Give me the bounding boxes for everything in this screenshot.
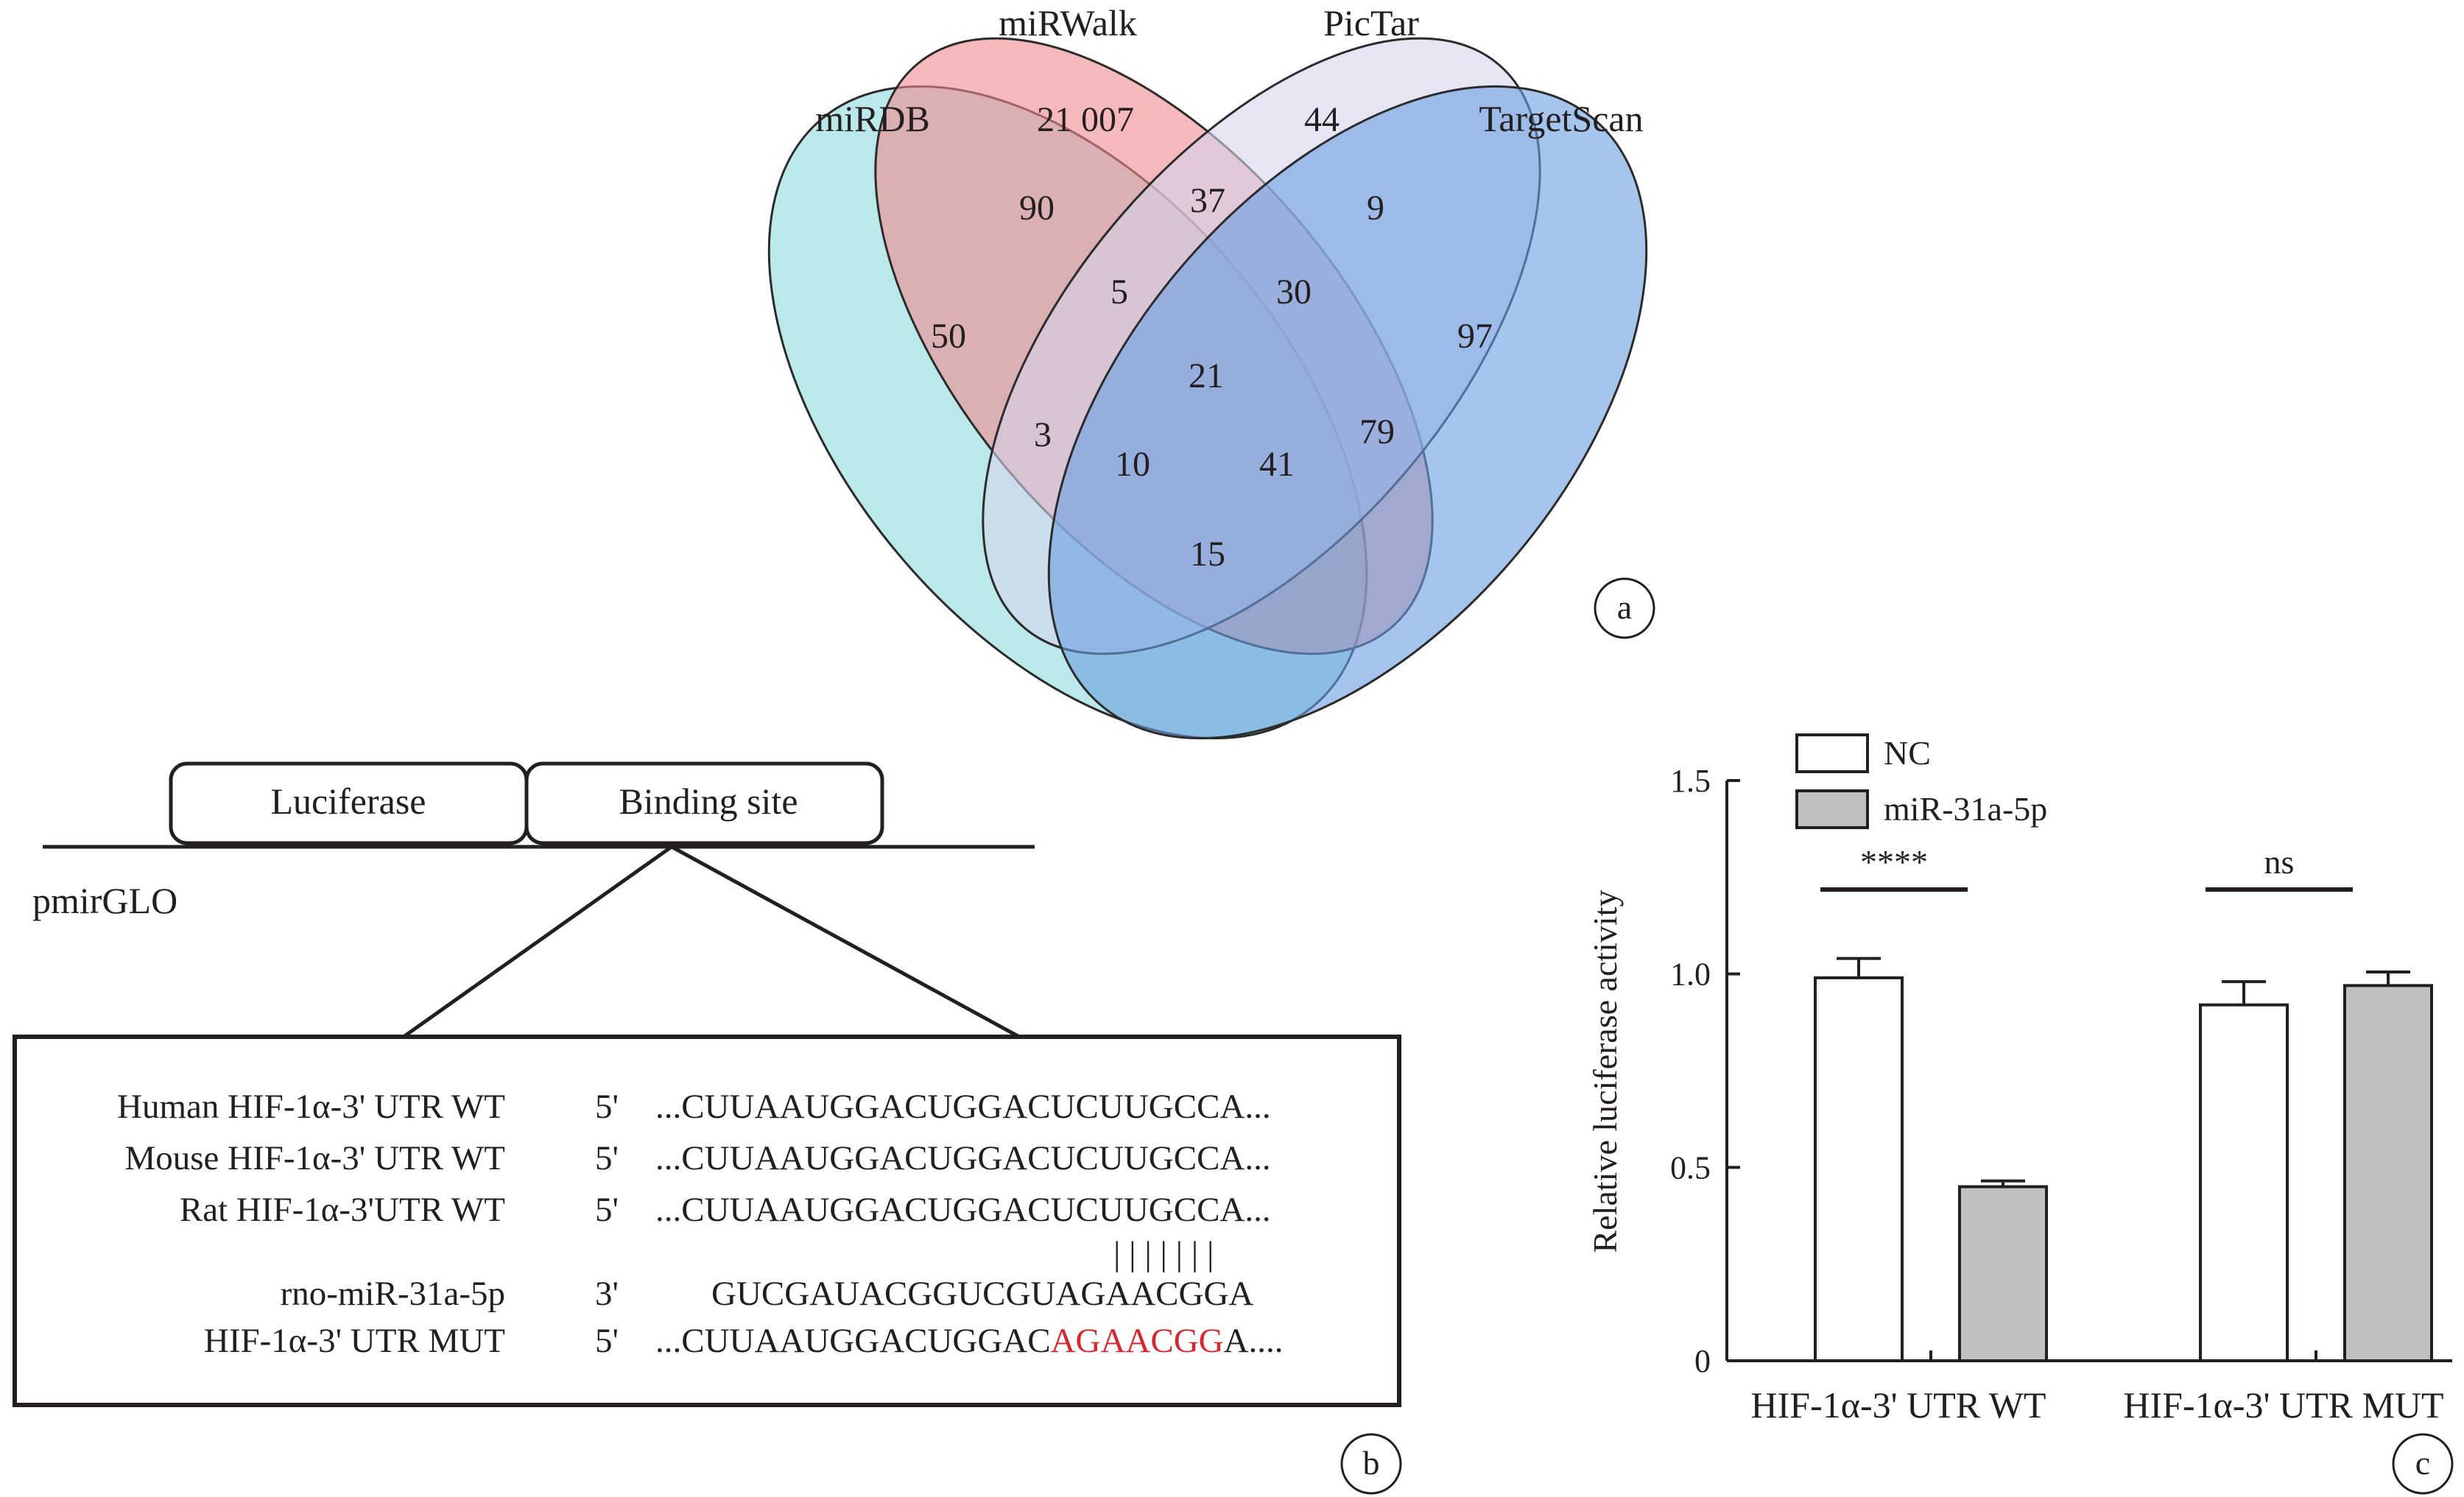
legend-swatch [1795, 733, 1869, 773]
venn-count-mirdb-pictar-targetscan: 10 [1115, 445, 1150, 484]
panel-letter-c-circle [2392, 1433, 2454, 1495]
row-end: 5' [595, 1191, 619, 1229]
legend-swatch [1795, 789, 1869, 829]
venn-label-targetscan: TargetScan [1479, 98, 1643, 139]
venn-count-mirdb-only: 50 [931, 317, 966, 356]
x-tick-label: HIF-1α-3' UTR MUT [2123, 1384, 2443, 1426]
row-end: 3' [595, 1275, 619, 1313]
venn-count-mirdb-pictar: 3 [1034, 415, 1052, 454]
row-label: Rat HIF-1α-3'UTR WT [180, 1191, 505, 1229]
mutant-seq-mutated: AGAACGG [1051, 1322, 1224, 1360]
x-tick-label: HIF-1α-3' UTR WT [1751, 1384, 2046, 1426]
significance-label: **** [1860, 843, 1928, 881]
panel-letter-c: c [2415, 1444, 2430, 1482]
y-tick-label: 0 [1694, 1343, 1711, 1379]
venn-diagram: miRDB miRWalk PicTar TargetScan 21 007 4… [767, 2, 1655, 740]
mutant-seq-suffix: A.... [1224, 1322, 1284, 1360]
legend-label: miR-31a-5p [1884, 790, 2047, 828]
venn-count-mirdb-mirwalk-targetscan: 79 [1359, 412, 1395, 451]
binding-site-box [524, 761, 884, 845]
row-end: 5' [595, 1088, 619, 1126]
chart-bars [1814, 957, 2433, 1363]
venn-label-pictar: PicTar [1323, 2, 1419, 43]
y-tick-label: 1.0 [1670, 957, 1711, 993]
significance-label: ns [2264, 843, 2295, 881]
panel-letter-a-circle [1594, 577, 1655, 639]
panel-letter-a: a [1617, 588, 1632, 626]
chart-legend: NC miR-31a-5p [1795, 733, 2047, 829]
venn-count-mirdb-mirwalk: 90 [1019, 189, 1055, 228]
venn-count-lower-center: 41 [1259, 445, 1295, 484]
panel-letter-b: b [1363, 1444, 1380, 1482]
venn-count-mirwalk-only: 21 007 [1037, 100, 1134, 139]
row-label: Human HIF-1α-3' UTR WT [117, 1088, 505, 1126]
mutant-row-label: HIF-1α-3' UTR MUT [204, 1322, 505, 1360]
mutant-seq-prefix: ...CUUAAUGGACUGGAC [655, 1322, 1051, 1360]
row-sequence: ...CUUAAUGGACUGGACUCUUGCCA... [655, 1191, 1271, 1229]
y-tick-label: 0.5 [1670, 1149, 1711, 1186]
mutant-row-end: 5' [595, 1322, 619, 1360]
row-sequence: ...CUUAAUGGACUGGACUCUUGCCA... [655, 1088, 1271, 1126]
binding-site-label: Binding site [619, 781, 798, 822]
row-end: 5' [595, 1139, 619, 1177]
venn-count-pictar-only: 44 [1304, 100, 1340, 139]
venn-label-mirdb: miRDB [815, 98, 930, 139]
bar [1958, 1185, 2048, 1362]
venn-count-targetscan-only: 97 [1457, 317, 1493, 356]
chart-significance: **** ns [1820, 843, 2353, 892]
bar [1814, 976, 1904, 1363]
zoom-line-right [670, 845, 1021, 1039]
row-label: Mouse HIF-1α-3' UTR WT [124, 1139, 505, 1177]
venn-count-pictar-targetscan: 9 [1367, 189, 1384, 228]
row-label: rno-miR-31a-5p [281, 1275, 505, 1313]
y-tick-label: 1.5 [1670, 763, 1711, 799]
venn-label-mirwalk: miRWalk [999, 2, 1137, 43]
y-axis-title: Relative luciferase activity [1586, 890, 1624, 1253]
legend-label: NC [1884, 734, 1931, 772]
vector-label: pmirGLO [32, 880, 177, 921]
sequence-box [13, 1035, 1401, 1407]
venn-count-mirdb-mirwalk-pictar: 5 [1110, 272, 1128, 311]
venn-count-mirdb-targetscan: 15 [1190, 535, 1225, 574]
venn-count-mirwalk-pictar-targetscan: 30 [1276, 272, 1312, 311]
luciferase-label: Luciferase [271, 781, 426, 822]
row-sequence: GUCGAUACGGUCGUAGAACGGA [711, 1275, 1253, 1313]
panel-letter-b-circle [1340, 1433, 1402, 1495]
row-sequence: ...CUUAAUGGACUGGACUCUUGCCA... [655, 1139, 1271, 1177]
bar [2199, 1003, 2289, 1363]
venn-count-all-four: 21 [1189, 356, 1224, 395]
construct-panel: Luciferase Binding site pmirGLO Human HI… [13, 761, 1402, 1495]
base-pairing: | | | | | | | [1113, 1235, 1214, 1273]
zoom-line-left [402, 845, 673, 1039]
bar [2343, 984, 2433, 1362]
venn-count-mirwalk-pictar: 37 [1190, 181, 1225, 220]
mutant-row-sequence: ...CUUAAUGGACUGGACAGAACGGA.... [655, 1322, 1284, 1360]
venn-set-targetscan [1047, 85, 1648, 740]
